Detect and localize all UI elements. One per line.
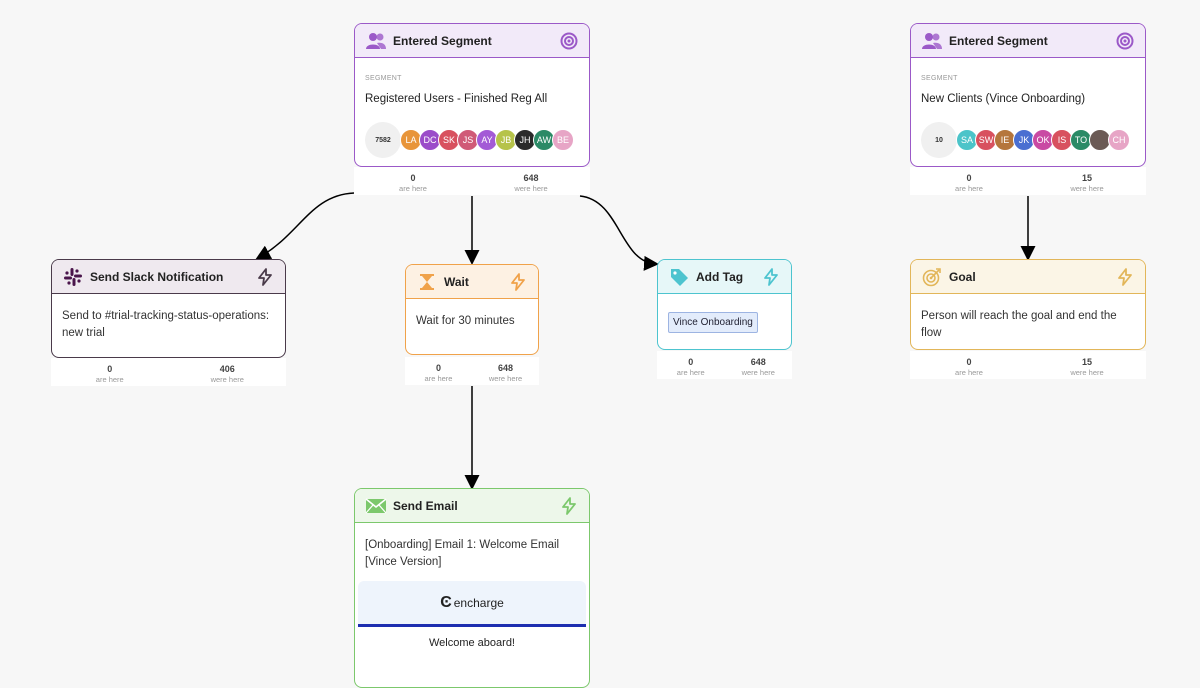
are-here-count: 0: [688, 357, 694, 367]
are-here-count: 0: [435, 363, 441, 373]
envelope-icon: [365, 495, 387, 517]
segment-name: New Clients (Vince Onboarding): [921, 93, 1086, 105]
email-subject: [Onboarding] Email 1: Welcome Email [Vin…: [365, 539, 560, 568]
send-slack-notification-node[interactable]: Send Slack Notification Send to #trial-t…: [51, 259, 286, 358]
tag-icon: [668, 266, 690, 288]
node-description: Send to #trial-tracking-status-operation…: [62, 310, 270, 339]
node-title: Entered Segment: [949, 33, 1048, 48]
node-title: Add Tag: [696, 269, 744, 284]
brand-name: encharge: [453, 595, 504, 610]
avatar: DC: [419, 129, 441, 151]
wait-node[interactable]: Wait Wait for 30 minutes: [405, 264, 539, 355]
goal-target-icon: [921, 266, 943, 288]
encharge-logo-icon: Ͼ: [440, 593, 452, 611]
avatar: SW: [975, 129, 997, 151]
node-description: Person will reach the goal and end the f…: [921, 310, 1117, 339]
node-title: Goal: [949, 269, 976, 284]
slack-icon: [62, 266, 84, 288]
email-preview-heading: Welcome aboard!: [428, 637, 515, 649]
member-count: 10: [921, 122, 957, 158]
avatar: BE: [552, 129, 574, 151]
avatar: CH: [1108, 129, 1130, 151]
target-icon[interactable]: [559, 31, 579, 51]
were-here-count: 648: [523, 173, 539, 183]
lightning-icon: [508, 272, 528, 292]
hourglass-icon: [416, 271, 438, 293]
are-here-count: 0: [107, 364, 113, 374]
avatar-group: 7582 LA DC SK JS AY JB JH AW BE: [365, 122, 579, 158]
tag-chip: Vince Onboarding: [668, 312, 758, 333]
were-here-count: 406: [219, 364, 235, 374]
avatar-group: 10 SA SW IE JK OK IS TO CH: [921, 122, 1135, 158]
node-title: Entered Segment: [393, 33, 492, 48]
lightning-icon: [559, 496, 579, 516]
are-here-count: 0: [966, 173, 972, 183]
were-here-count: 648: [497, 363, 514, 373]
connector-segment-to-tag: [579, 195, 659, 271]
add-tag-node[interactable]: Add Tag Vince Onboarding: [657, 259, 792, 350]
segment-label: SEGMENT: [365, 75, 402, 82]
are-here-count: 0: [410, 173, 416, 183]
member-count: 7582: [365, 122, 401, 158]
were-here-label: were here: [741, 368, 775, 377]
entered-segment-node-2[interactable]: Entered Segment SEGMENT New Clients (Vin…: [910, 23, 1146, 167]
send-email-node[interactable]: Send Email [Onboarding] Email 1: Welcome…: [354, 488, 590, 688]
avatar: JS: [457, 129, 479, 151]
lightning-icon: [761, 267, 781, 287]
users-icon: [365, 30, 387, 52]
were-here-label: were here: [514, 184, 548, 193]
are-here-label: are here: [424, 374, 453, 383]
are-here-label: are here: [676, 368, 705, 377]
target-icon[interactable]: [1115, 31, 1135, 51]
are-here-label: are here: [955, 368, 983, 377]
segment-name: Registered Users - Finished Reg All: [365, 93, 548, 105]
were-here-count: 648: [750, 357, 766, 367]
node-description: Wait for 30 minutes: [416, 315, 515, 327]
node-title: Send Email: [393, 498, 458, 513]
email-preview[interactable]: Ͼ encharge: [358, 581, 586, 627]
connector-segment-to-slack: [255, 192, 355, 260]
were-here-label: were here: [488, 374, 523, 383]
are-here-label: are here: [399, 184, 427, 193]
lightning-icon: [255, 267, 275, 287]
brand-logo: Ͼ encharge: [440, 594, 504, 612]
are-here-count: 0: [966, 357, 972, 367]
node-title: Wait: [444, 274, 469, 289]
avatar: IS: [1051, 129, 1073, 151]
were-here-count: 15: [1081, 357, 1092, 367]
are-here-label: are here: [955, 184, 983, 193]
were-here-count: 15: [1081, 173, 1092, 183]
lightning-icon: [1115, 267, 1135, 287]
were-here-label: were here: [1070, 184, 1104, 193]
entered-segment-node-1[interactable]: Entered Segment SEGMENT Registered Users…: [354, 23, 590, 167]
were-here-label: were here: [1070, 368, 1104, 377]
goal-node[interactable]: Goal Person will reach the goal and end …: [910, 259, 1146, 350]
avatar: JH: [514, 129, 536, 151]
are-here-label: are here: [95, 375, 124, 384]
segment-label: SEGMENT: [921, 75, 958, 82]
were-here-label: were here: [210, 375, 244, 384]
users-icon: [921, 30, 943, 52]
node-title: Send Slack Notification: [90, 269, 224, 284]
